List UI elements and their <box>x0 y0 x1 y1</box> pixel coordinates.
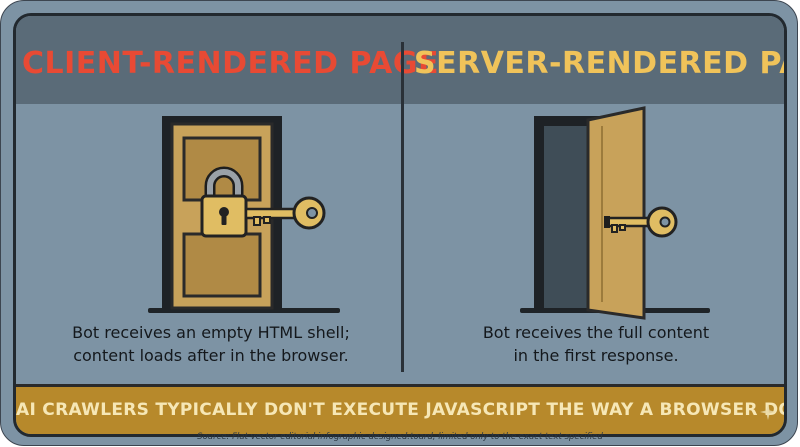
key-icon <box>604 206 678 238</box>
footer-band <box>16 384 784 434</box>
client-rendered-caption: Bot receives an empty HTML shell; conten… <box>26 321 396 371</box>
key-icon <box>244 196 326 230</box>
door-open-icon <box>520 106 710 320</box>
client-caption-line-2: content loads after in the browser. <box>73 346 349 365</box>
lock-icon <box>200 166 248 238</box>
server-caption-line-2: in the first response. <box>513 346 679 365</box>
client-rendered-title: CLIENT-RENDERED PAGE <box>22 46 440 81</box>
sparkle-icon <box>760 404 776 420</box>
source-note: Source: Flat vector editorial infographi… <box>197 432 603 442</box>
infographic-frame: CLIENT-RENDERED PAGE SERVER-RENDERED PAG… <box>13 13 787 437</box>
panel-divider <box>401 42 404 372</box>
header-band <box>16 16 784 104</box>
server-caption-line-1: Bot receives the full content <box>482 323 710 342</box>
footer-message: AI CRAWLERS TYPICALLY DON'T EXECUTE JAVA… <box>16 400 787 420</box>
client-caption-line-1: Bot receives an empty HTML shell; <box>72 323 350 342</box>
door-closed-icon <box>148 116 340 313</box>
door-leaf-open <box>586 106 646 320</box>
server-rendered-caption: Bot receives the full content in the fir… <box>411 321 781 371</box>
door-panel-bottom <box>182 232 262 298</box>
server-rendered-title: SERVER-RENDERED PAGE <box>414 46 784 81</box>
